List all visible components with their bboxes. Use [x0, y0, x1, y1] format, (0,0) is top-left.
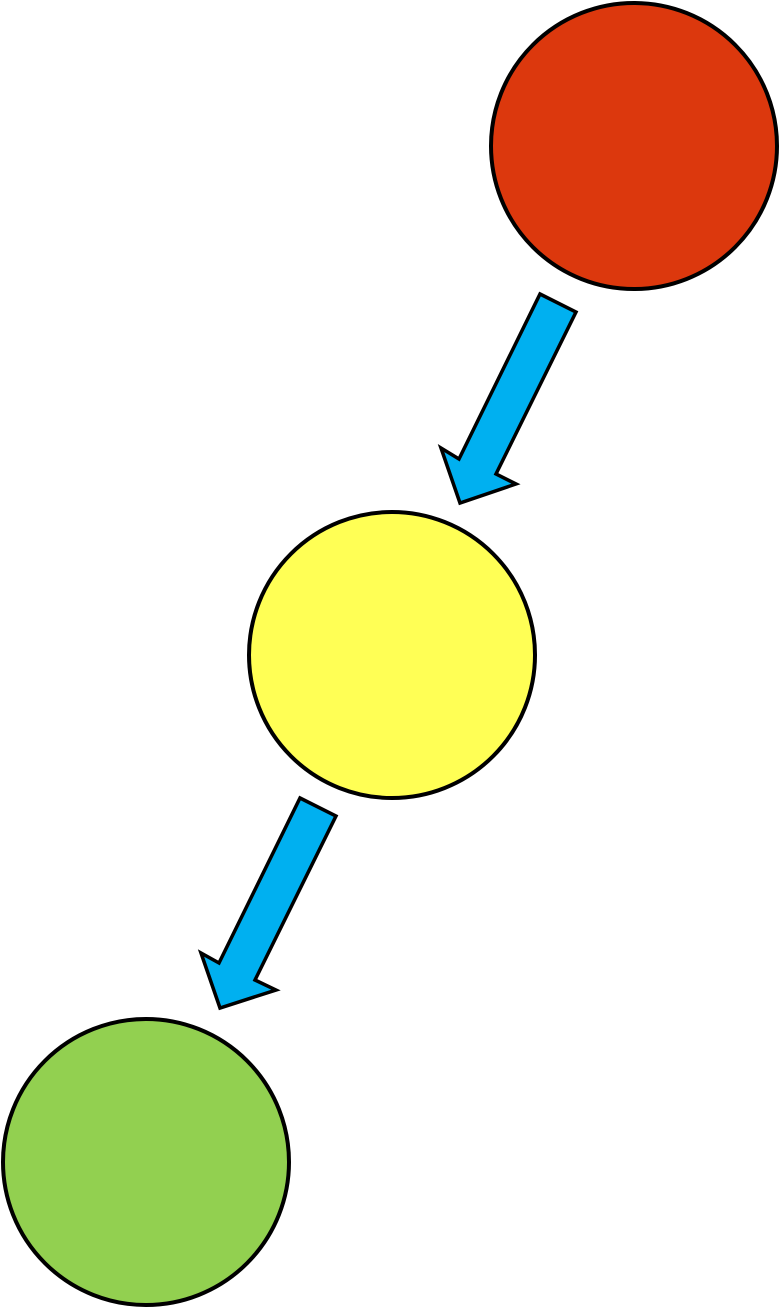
arrow-red-to-yellow	[437, 291, 579, 506]
yellow-circle-node	[247, 510, 537, 800]
arrow-yellow-to-green	[197, 795, 339, 1011]
green-circle-node	[1, 1017, 291, 1307]
red-circle-node	[489, 1, 779, 291]
